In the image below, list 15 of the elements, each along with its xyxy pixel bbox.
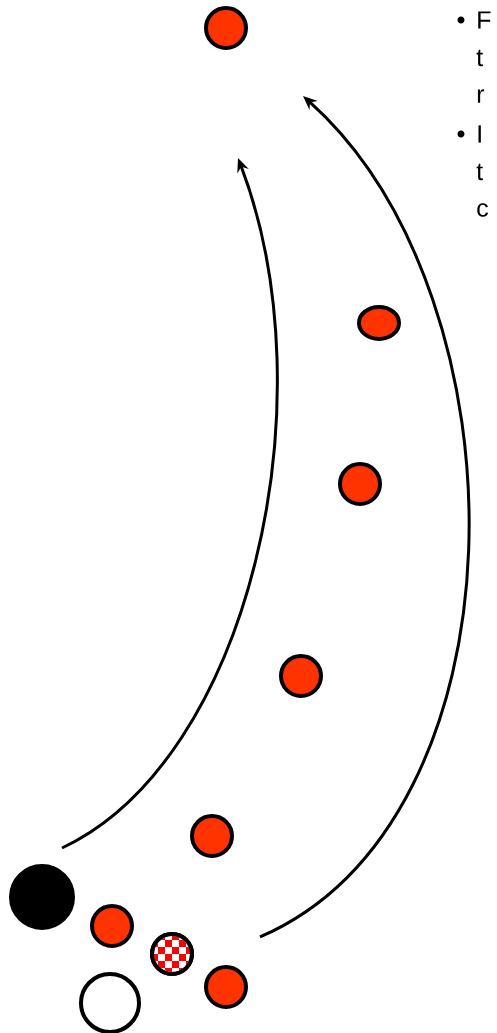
circle-marker (190, 814, 234, 858)
text-fragment: t (476, 49, 483, 67)
circle-marker (338, 462, 382, 506)
circle-marker (279, 654, 323, 698)
circle-marker (204, 6, 248, 50)
text-fragment: t (476, 163, 483, 181)
circle-marker (150, 932, 194, 976)
circle-marker (90, 904, 134, 948)
circle-marker (204, 965, 248, 1009)
text-fragment: I (478, 125, 481, 143)
text-fragment: F (478, 11, 491, 29)
circle-marker (9, 864, 75, 930)
text-fragment: r (477, 89, 485, 103)
circle-marker (357, 305, 401, 341)
text-fragment: c (477, 203, 489, 217)
